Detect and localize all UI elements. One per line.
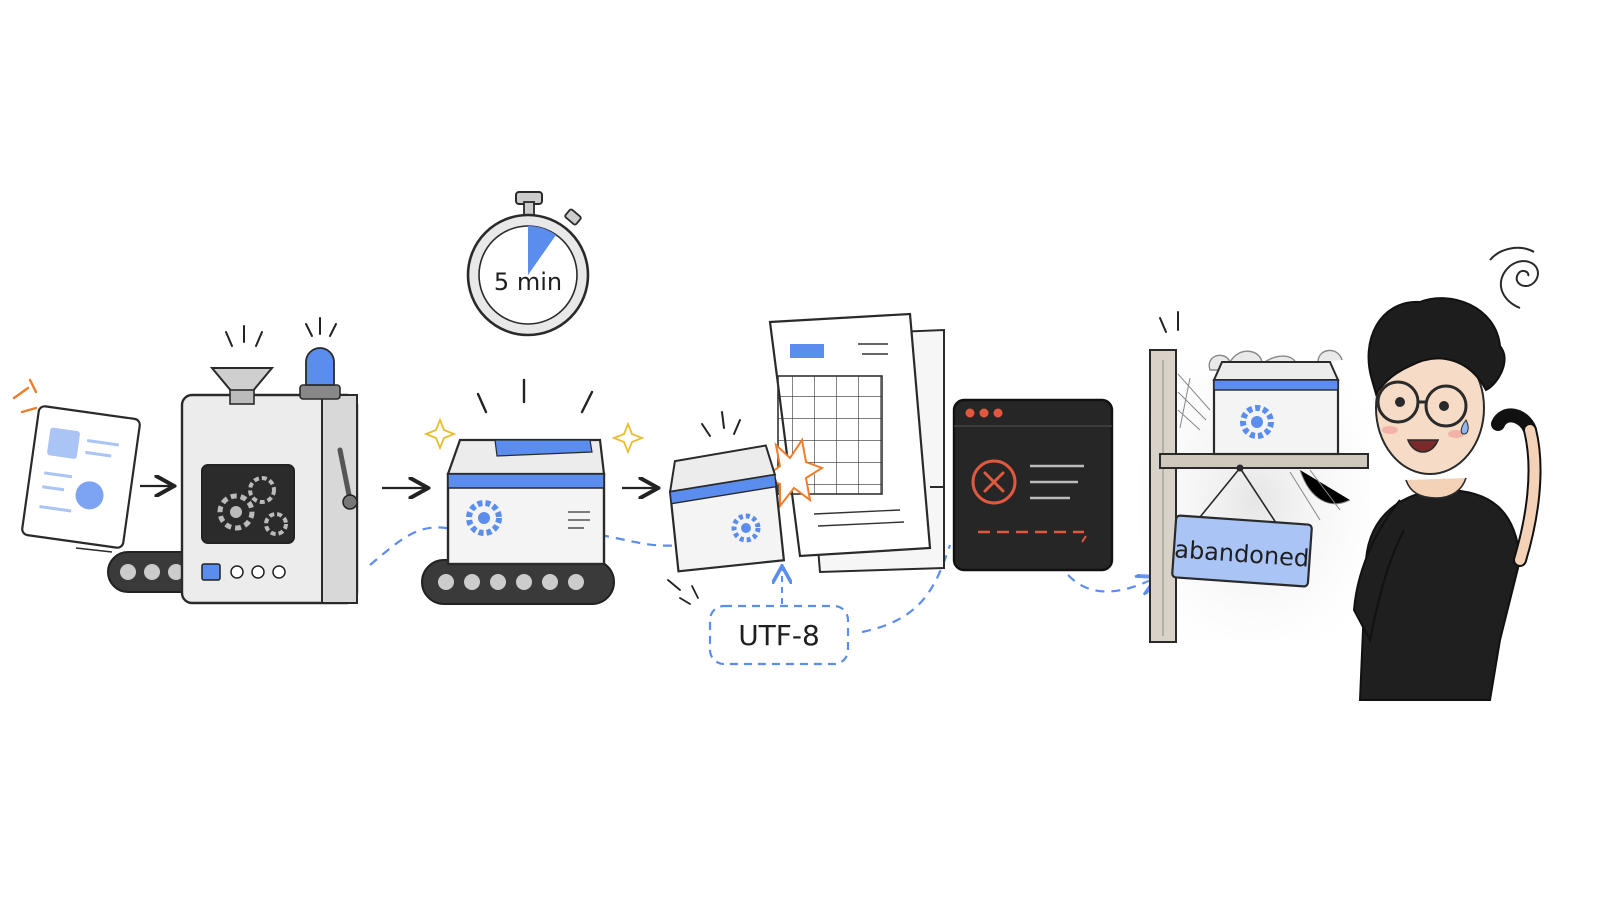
utf8-label: UTF-8	[738, 619, 820, 652]
package-box	[421, 378, 645, 605]
swirl-icon	[1489, 246, 1539, 309]
factory-machine	[107, 317, 359, 605]
dusty-shelf: abandoned	[1140, 311, 1370, 643]
terminal-window	[930, 398, 1114, 572]
small-package-box	[667, 411, 825, 605]
document-icon	[12, 378, 141, 553]
stopwatch-icon: 5 min	[466, 191, 590, 337]
flow-path	[369, 526, 681, 566]
error-x-icon	[971, 459, 1017, 505]
confused-developer	[1352, 246, 1542, 701]
utf8-tag: UTF-8	[708, 568, 850, 666]
timer-label: 5 min	[494, 268, 562, 296]
spreadsheet-pages	[768, 312, 945, 574]
